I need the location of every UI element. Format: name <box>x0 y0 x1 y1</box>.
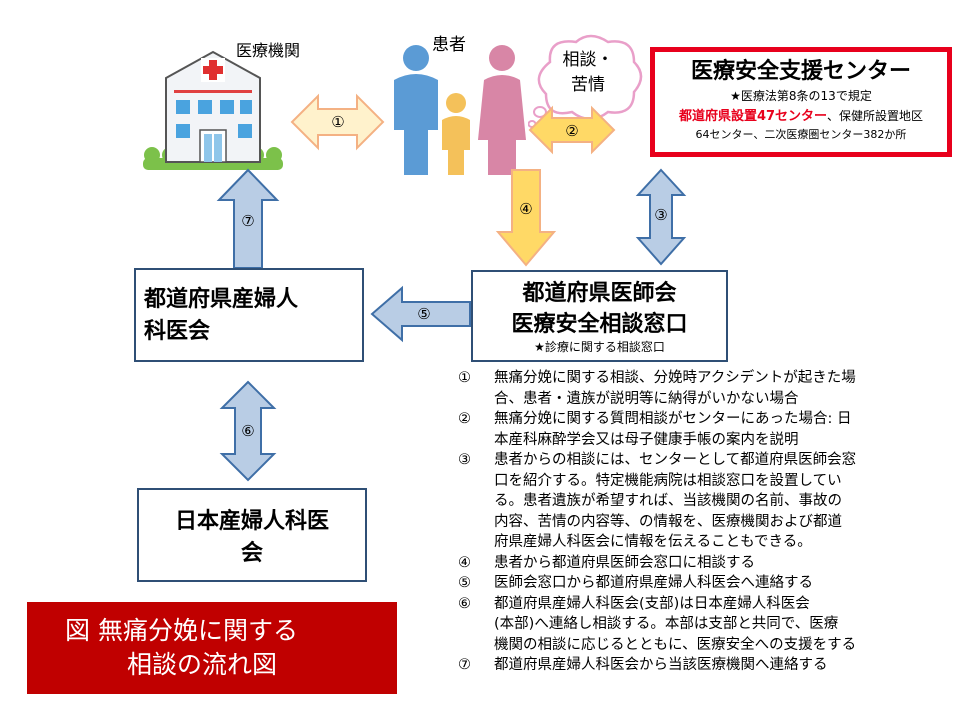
support-center-law-note: ★医療法第8条の13で規定 <box>730 89 872 103</box>
list-item-line: 内容、苦情の内容等、の情報を、医療機関および都道 <box>494 513 842 530</box>
list-item-line: 患者からの相談には、センターとして都道府県医師会窓 <box>494 452 857 468</box>
list-item-line: (本部)へ連絡し相談する。本部は支部と共同で、医療 <box>494 616 839 632</box>
support-center-counts: 64センター、二次医療圏センター382か所 <box>695 128 907 141</box>
list-item-line: 都道府県産婦人科医会(支部)は日本産婦人科医会 <box>494 595 810 612</box>
list-item: ⑥ 都道府県産婦人科医会(支部)は日本産婦人科医会 (本部)へ連絡し相談する。本部は… <box>458 594 948 656</box>
list-item: ② 無痛分娩に関する質問相談がセンターにあった場合: 日本産科麻酔学会又は母子健康… <box>458 409 948 450</box>
list-item-number: ⑤ <box>458 575 471 591</box>
list-item-line: 本産科麻酔学会又は母子健康手帳の案内を説明 <box>494 431 799 448</box>
figure-caption: 図 無痛分娩に関する 相談の流れ図 <box>27 602 397 694</box>
japan-obgyn-box: 日本産婦人科医 会 <box>137 488 367 582</box>
arrow-2-label: ② <box>565 122 579 140</box>
list-item-number: ⑦ <box>458 657 471 673</box>
hospital-icon <box>143 50 283 170</box>
list-item-number: ③ <box>458 452 471 468</box>
list-item-number: ② <box>458 411 471 427</box>
support-center-title: 医療安全支援センター <box>690 59 911 84</box>
list-item: ⑤ 医師会窓口から都道府県産婦人科医会へ連絡する <box>458 573 948 594</box>
list-item-line: 府県産婦人科医会に情報を伝えることもできる。 <box>494 534 812 550</box>
cloud-line2: 苦情 <box>571 75 605 95</box>
arrow-3-label: ③ <box>654 206 668 224</box>
caption-line2: 相談の流れ図 <box>127 650 278 679</box>
arrow-6 <box>219 380 277 482</box>
support-center-prefectural: 都道府県設置47センター、保健所設置地区 <box>655 106 947 127</box>
prefectural-obgyn-line1: 都道府県産婦人 <box>144 287 299 312</box>
pref-medical-line2: 医療安全相談窓口 <box>511 312 688 337</box>
list-item-line: 患者から都道府県医師会窓口に相談する <box>494 554 755 571</box>
prefectural-medical-association-box: 都道府県医師会 医療安全相談窓口 ★診療に関する相談窓口 <box>471 270 728 362</box>
support-center-box: 医療安全支援センター ★医療法第8条の13で規定 都道府県設置47センター、保健… <box>650 47 952 157</box>
pref-medical-note: ★診療に関する相談窓口 <box>534 340 665 354</box>
explanation-list: ① 無痛分娩に関する相談、分娩時アクシデントが起きた場合、患者・遺族が説明等に納得… <box>458 368 948 676</box>
list-item-line: る。患者遺族が希望すれば、当該機関の名前、事故の <box>494 493 842 509</box>
list-item-line: 無痛分娩に関する相談、分娩時アクシデントが起きた場 <box>494 370 856 386</box>
list-item-line: 合、患者・遺族が説明等に納得がいかない場合 <box>494 390 799 407</box>
prefectural-rest: 、保健所設置地区 <box>827 109 924 123</box>
japan-obgyn-line1: 日本産婦人科医 <box>174 509 329 534</box>
arrow-5-label: ⑤ <box>417 305 431 323</box>
list-item: ⑦ 都道府県産婦人科医会から当該医療機関へ連絡する <box>458 655 948 676</box>
medical-institution-label: 医療機関 <box>236 41 301 60</box>
consultation-cloud-icon <box>528 34 643 128</box>
cloud-text: 相談・ 苦情 <box>548 48 628 98</box>
list-item-line: 口を紹介する。特定機能病院は相談窓口を設置してい <box>494 472 842 489</box>
arrow-4 <box>495 169 557 267</box>
arrow-3 <box>635 168 687 266</box>
japan-obgyn-line2: 会 <box>240 540 263 566</box>
patient-family-icon <box>394 45 526 175</box>
list-item: ① 無痛分娩に関する相談、分娩時アクシデントが起きた場合、患者・遺族が説明等に納得… <box>458 368 948 409</box>
arrow-7-label: ⑦ <box>241 212 255 230</box>
patient-label: 患者 <box>432 35 466 55</box>
pref-medical-line1: 都道府県医師会 <box>522 281 677 306</box>
list-item-line: 都道府県産婦人科医会から当該医療機関へ連絡する <box>494 657 828 673</box>
caption-line1: 図 無痛分娩に関する <box>65 616 298 645</box>
arrow-2 <box>528 105 616 155</box>
prefectural-obgyn-line2: 科医会 <box>144 318 211 344</box>
arrow-5 <box>370 285 471 343</box>
list-item: ④ 患者から都道府県医師会窓口に相談する <box>458 553 948 574</box>
list-item-line: 無痛分娩に関する質問相談がセンターにあった場合: 日 <box>494 411 852 427</box>
prefectural-count-red: 都道府県設置47センター <box>678 109 828 124</box>
prefectural-obgyn-box: 都道府県産婦人 科医会 <box>134 268 364 362</box>
list-item-number: ⑥ <box>458 595 471 612</box>
cloud-line1: 相談・ <box>562 50 614 70</box>
arrow-1-label: ① <box>331 113 345 131</box>
arrow-1 <box>290 93 385 151</box>
list-item-number: ① <box>458 370 471 386</box>
arrow-4-label: ④ <box>519 200 533 218</box>
list-item: ③ 患者からの相談には、センターとして都道府県医師会窓口を紹介する。特定機能病院は… <box>458 450 948 553</box>
list-item-line: 機関の相談に応じるとともに、医療安全への支援をする <box>494 636 857 653</box>
list-item-number: ④ <box>458 554 471 571</box>
arrow-6-label: ⑥ <box>241 422 255 440</box>
list-item-line: 医師会窓口から都道府県産婦人科医会へ連絡する <box>494 575 813 591</box>
